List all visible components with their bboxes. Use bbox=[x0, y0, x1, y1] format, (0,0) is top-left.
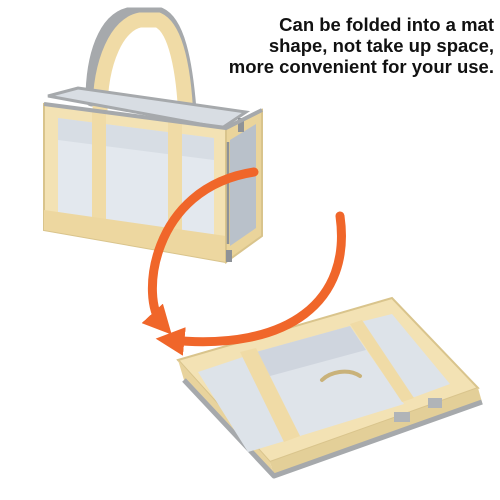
caption-line-1: Can be folded into a mat bbox=[279, 14, 494, 35]
caption-line-2: shape, not take up space, bbox=[268, 35, 494, 56]
caption-line-3: more convenient for your use. bbox=[228, 56, 494, 77]
circular-fold-arrows-icon bbox=[141, 167, 346, 356]
carrier-bag-folded-mat bbox=[176, 296, 483, 479]
caption: Can be folded into a mat shape, not take… bbox=[216, 14, 494, 77]
